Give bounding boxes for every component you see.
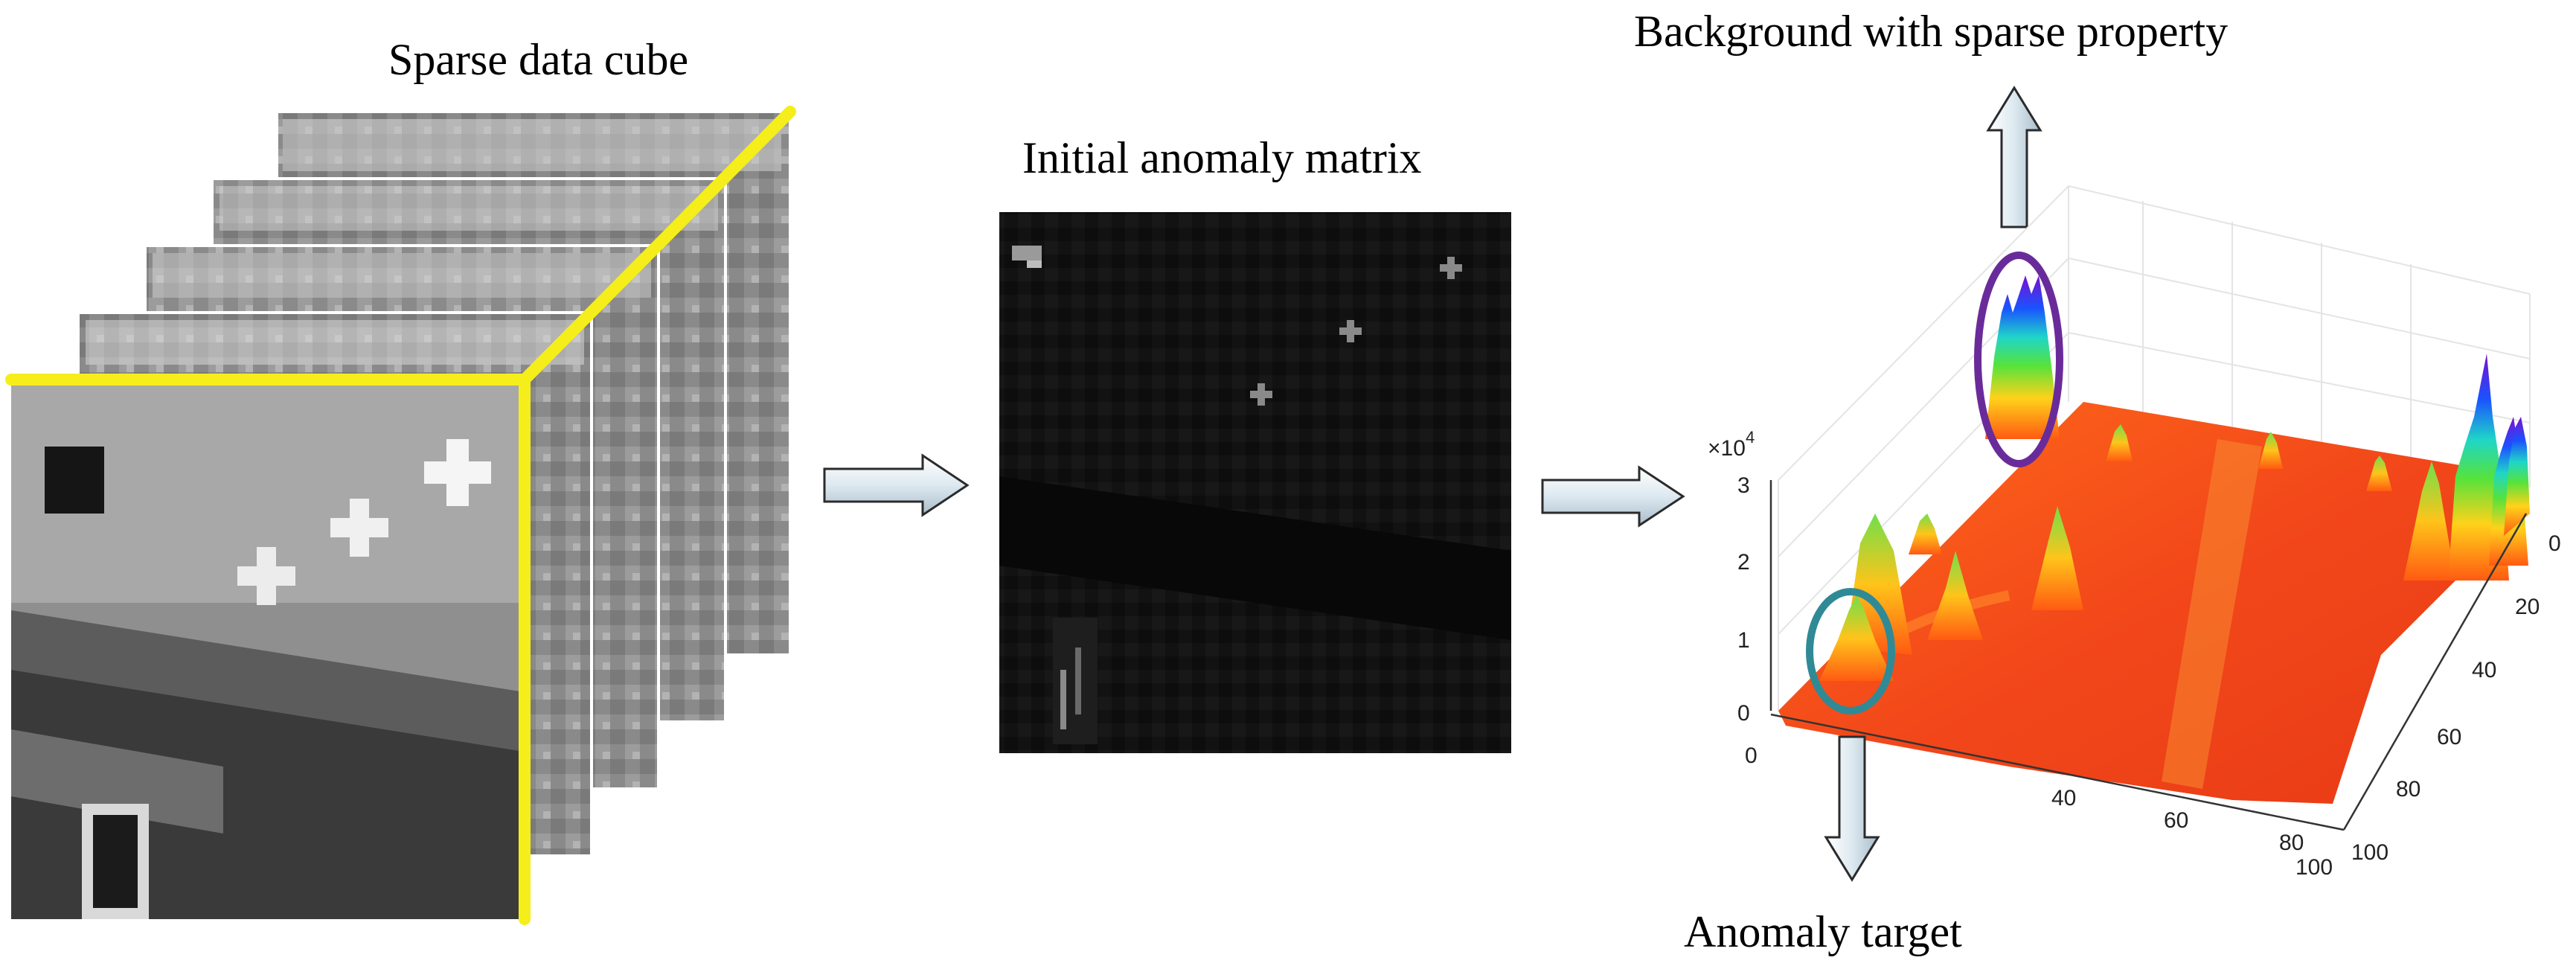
x-tick-40: 40: [2051, 786, 2076, 810]
surface-base: [1778, 402, 2526, 804]
arrow-up-background: [1986, 86, 2042, 228]
anomaly-ellipse: [1806, 588, 1895, 714]
x-tick-60: 60: [2164, 808, 2188, 833]
z-tick-1: 1: [1737, 628, 1750, 653]
x-tick-80: 80: [2279, 831, 2304, 855]
plot-axes: [1769, 480, 2528, 831]
plot-back-walls: [1778, 185, 2531, 711]
x-tick-0: 0: [1745, 743, 1758, 768]
cube-front-slice: [11, 380, 525, 919]
y-tick-20: 20: [2515, 595, 2540, 619]
background-label: Background with sparse property: [1634, 7, 2228, 56]
anomaly-peak: [1819, 595, 1894, 681]
y-tick-40: 40: [2472, 658, 2496, 682]
z-tick-3: 3: [1737, 473, 1750, 498]
background-ellipse: [1974, 252, 2063, 467]
z-tick-2: 2: [1737, 550, 1750, 575]
y-tick-100: 100: [2351, 840, 2388, 865]
arrow-down-anomaly: [1824, 735, 1880, 882]
matrix-label: Initial anomaly matrix: [1022, 133, 1422, 182]
cube-frame: [5, 106, 796, 925]
surface-plot: ×10 4 0 1 2 3 0 40 60 80 100 0 20 40 60 …: [1708, 185, 2561, 880]
z-axis-exponent: 4: [1746, 428, 1755, 447]
sparse-data-cube: [5, 106, 796, 925]
cube-label: Sparse data cube: [388, 35, 688, 84]
y-tick-80: 80: [2396, 777, 2420, 802]
arrow-right-2: [1541, 465, 1685, 528]
anomaly-matrix-image: [999, 212, 1511, 753]
y-tick-60: 60: [2437, 725, 2461, 749]
z-axis-unit: ×10: [1708, 436, 1746, 461]
background-peak: [1985, 275, 2060, 439]
arrow-right-1: [823, 453, 970, 517]
y-tick-0: 0: [2548, 531, 2561, 556]
z-tick-0: 0: [1737, 701, 1750, 726]
x-tick-100: 100: [2295, 855, 2333, 880]
anomaly-label: Anomaly target: [1684, 907, 1962, 956]
